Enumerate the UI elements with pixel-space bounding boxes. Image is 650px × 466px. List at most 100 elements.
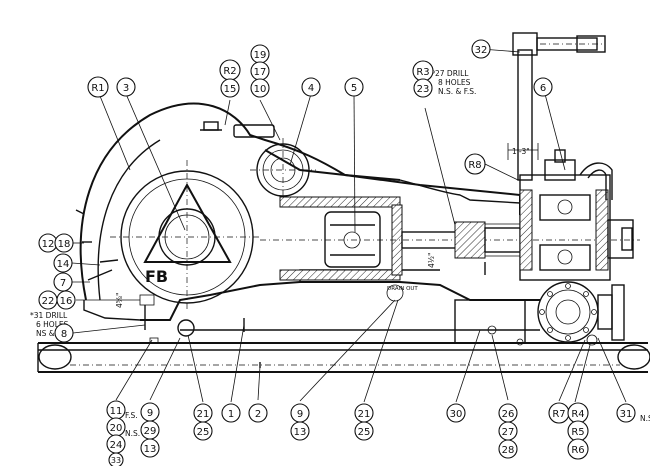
callout-2: 2 [248,403,268,423]
svg-text:23: 23 [417,84,430,95]
suction-flange [537,281,625,346]
callout-23: 23 [413,78,433,98]
svg-text:31: 31 [620,409,633,420]
svg-text:30: 30 [450,409,463,420]
svg-text:R3: R3 [416,67,429,78]
callout-1: 1 [221,403,241,423]
callout-10: 10 [250,78,270,98]
fb-logo-text: FB [145,267,168,286]
svg-text:27: 27 [502,427,515,438]
svg-text:25: 25 [197,427,210,438]
callout-25-a: 25 [193,421,213,441]
svg-text:⁹27 DRILL: ⁹27 DRILL [432,69,469,78]
callout-6: 6 [533,77,553,97]
svg-text:R2: R2 [223,66,236,77]
svg-text:18: 18 [58,239,71,250]
svg-text:26: 26 [502,409,515,420]
svg-text:8: 8 [61,329,67,340]
base-skid [37,342,650,373]
svg-text:20: 20 [110,423,123,434]
svg-text:6: 6 [540,83,546,94]
callout-18: 18 [54,233,74,253]
small-fittings [75,209,486,368]
svg-text:3: 3 [123,83,129,94]
svg-text:4: 4 [308,83,314,94]
fs-note-9: F.S. [125,411,138,420]
svg-text:*31 DRILL: *31 DRILL [30,311,68,320]
svg-text:29: 29 [144,426,157,437]
callout-29: 29 [140,420,160,440]
callout-19: 19 [250,44,270,64]
svg-text:28: 28 [502,445,515,456]
callout-27: 27 [498,421,518,441]
callout-13-a: 13 [140,438,160,458]
svg-text:N.S. & F.S.: N.S. & F.S. [438,87,476,96]
svg-text:24: 24 [110,440,123,451]
ns-note-31: N.S. [640,414,650,423]
callout-14: 14 [53,253,73,273]
svg-text:13: 13 [294,427,307,438]
callout-15: 15 [220,78,240,98]
pinion [250,138,316,200]
svg-text:25: 25 [358,427,371,438]
callout-9-fs: 9 [140,402,160,422]
leader-lines [71,48,627,403]
callout-31: 31 [616,403,636,423]
svg-text:8 HOLES: 8 HOLES [438,78,471,87]
svg-text:11: 11 [110,406,123,417]
lube-box [454,299,526,346]
callout-7: 7 [53,272,73,292]
svg-text:6 HOLES: 6 HOLES [36,320,69,329]
breather-cap [203,121,219,131]
callout-25-b: 25 [354,421,374,441]
svg-text:33: 33 [111,456,121,465]
svg-text:R6: R6 [571,445,584,456]
bull-gear: FB [110,160,260,310]
valve-cover-top [544,159,576,181]
drill-note-27: ⁹27 DRILL 8 HOLES N.S. & F.S. [432,69,476,96]
callout-28: 28 [498,439,518,459]
svg-text:17: 17 [254,67,267,78]
callout-33: 33 [108,452,124,466]
callout-R7: R7 [548,402,570,424]
svg-text:21: 21 [358,409,371,420]
callout-R4: R4 [567,402,589,424]
svg-text:R4: R4 [571,409,584,420]
svg-text:R5: R5 [571,427,584,438]
svg-text:R7: R7 [552,409,565,420]
callout-30: 30 [446,403,466,423]
callout-26: 26 [498,403,518,423]
svg-text:7: 7 [60,278,66,289]
svg-text:10: 10 [254,84,267,95]
svg-text:R8: R8 [468,160,481,171]
callout-R2: R2 [219,59,241,81]
crosshead [324,211,381,268]
callout-R1: R1 [87,76,109,98]
fb-logo-triangle [143,182,232,263]
svg-text:5: 5 [351,83,357,94]
svg-text:16: 16 [60,296,73,307]
drill-note-31: *31 DRILL 6 HOLES NS & F.S. [30,311,70,338]
svg-text:2: 2 [255,409,261,420]
svg-text:R1: R1 [91,83,104,94]
callout-21-b: 21 [354,403,374,423]
svg-text:9: 9 [297,409,303,420]
callout-20: 20 [106,417,126,437]
callout-8: 8 [54,323,74,343]
callout-R6: R6 [567,438,589,460]
callout-24: 24 [106,434,126,454]
dim-4-half: 4½" [427,253,436,269]
svg-text:1: 1 [228,409,234,420]
svg-text:32: 32 [475,45,488,56]
callout-17: 17 [250,61,270,81]
crosshead-section [260,196,640,281]
svg-text:19: 19 [254,50,267,61]
callout-32: 32 [471,39,491,59]
svg-text:21: 21 [197,409,210,420]
callout-R5: R5 [567,420,589,442]
power-end-housing [79,102,540,331]
callout-11: 11 [106,400,126,420]
svg-text:15: 15 [224,84,237,95]
callout-21-a: 21 [193,403,213,423]
